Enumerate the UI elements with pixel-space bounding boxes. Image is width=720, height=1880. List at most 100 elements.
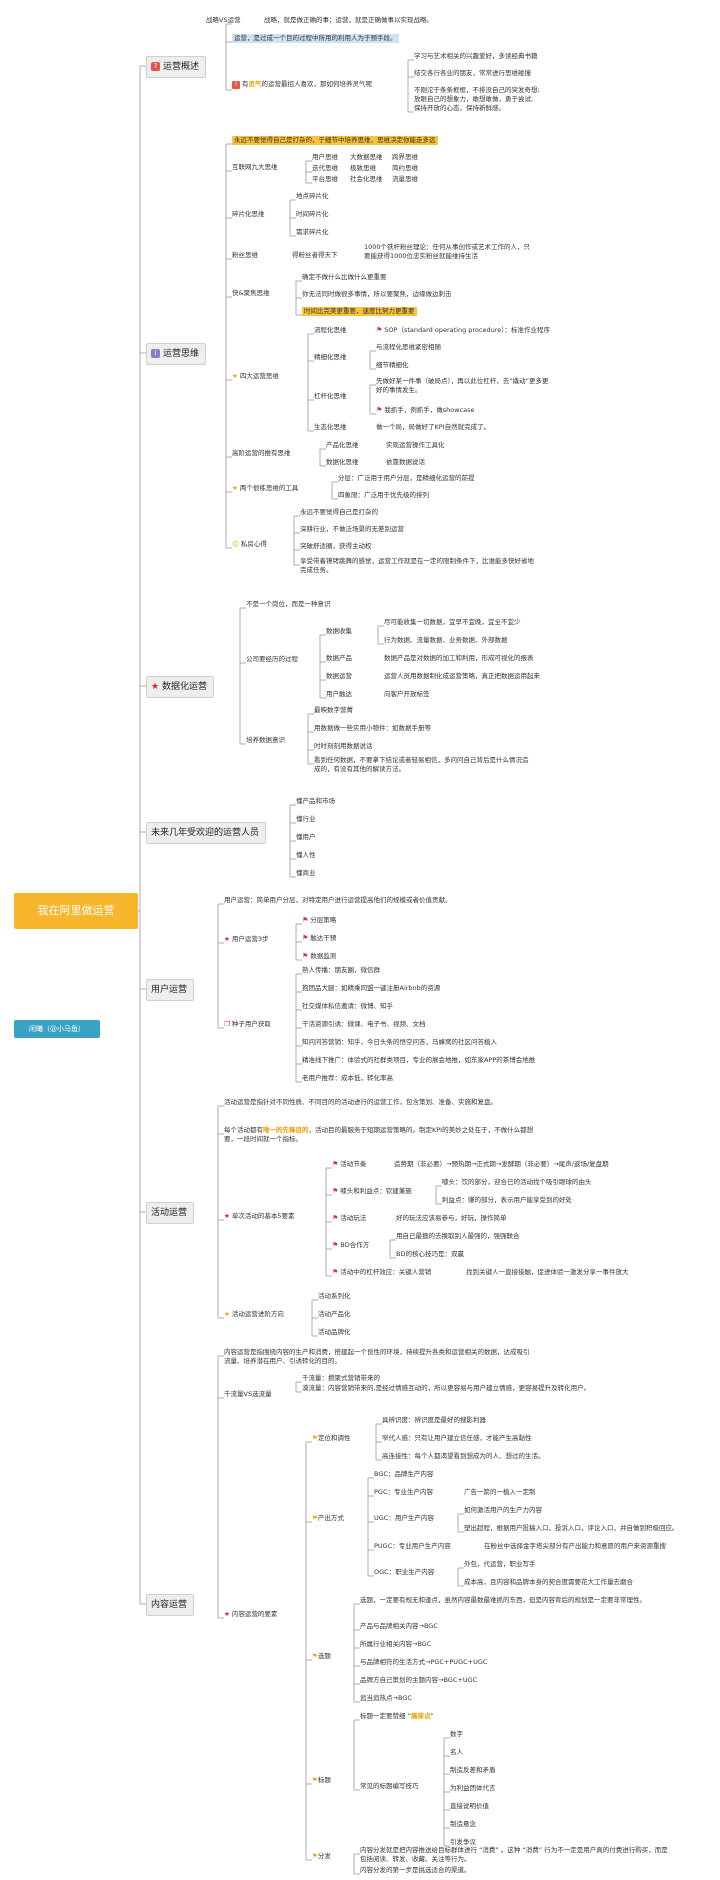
content-elements: ★ 内容运营的要素 [224,1610,278,1618]
topic-user-ops[interactable]: 用户运营 [146,979,195,1001]
four-ecology: 生态化思维 [314,423,347,431]
node-not-chores: 永远不要觉得自己是打杂的，于细节中培养思维，思维决定你能走多远 [232,136,438,145]
lingqi-tip-3: 不刚沱于条条框框，不排没自己的突发奇想; [414,86,540,94]
selection-item: 追当追热点→BGC [360,1694,412,1702]
positioning-3: 高连接性：每个人都渴望看到想成为的人、想过的生活。 [382,1452,545,1460]
tip-item: 永远不要觉得自己是打杂的 [300,508,378,516]
data-operation: 数据运营 [326,672,352,680]
node-four-thinking: ★ 四大运营思维 [232,372,279,380]
star-icon: ★ [232,484,238,492]
ugc-1: 如何激活用户的生产力内容 [464,1506,542,1514]
hook-2: 利益点：赚的部分，表示用户能享受到的好处 [442,1196,572,1204]
thinking-item: 迭代思维 [312,164,338,172]
trick-item: 为利益团体代言 [450,1784,496,1792]
thinking-item: 社会化思维 [350,175,383,183]
selection-intro: 选题，一定要有规无和逢点，虽然内容最数最难抓的东西，但是内容背后的规划是一定要非… [360,1596,646,1604]
selection-item: 所属行业相关内容→BGC [360,1640,432,1648]
activity-goal: 每个活动都有唯一的先锋目的，活动目的最服务于短期运营策略的。制定KPI的美妙之处… [224,1126,534,1143]
advanced-item: 活动系列化 [318,1292,351,1300]
flag-icon: ⚑ [332,1268,339,1276]
activity-advanced: ★ 活动运营进阶方向 [224,1310,284,1318]
seed-item: 熟人传播：朋友圈，微信群 [302,966,380,974]
trick-item: 名人 [450,1748,463,1756]
element-leverage: ⚑活动中的杠杆效应：关键人营销 [332,1268,432,1276]
topic-overview[interactable]: ?运营概述 [146,56,207,78]
flag-icon: ⚑ [376,326,383,334]
title-tricks: 常见的标题编写技巧 [360,1782,419,1790]
fragment-item: 时间碎片化 [296,210,329,218]
distribution: ⚑分发 [312,1852,331,1860]
lingqi-tip-4: 放眼自己的想象力，敢想敢做，勇于尝试; [414,95,534,103]
step-item: ⚑分层策略 [302,916,337,924]
adv-data: 数据化思维 [326,458,359,466]
smile-icon: ☺ [232,540,239,548]
element-rhythm: ⚑活动节奏 [332,1160,367,1168]
node-two-tools: ★ 两个很练思维的工具 [232,484,299,492]
flag-icon: ⚑ [332,1214,339,1222]
flag-icon: ⚑ [376,406,383,414]
fan-1000-theory: 1000个铁杆粉丝理论：任何从事创作或艺术工作的人，只要能获得1000位忠实粉丝… [364,243,531,260]
title-section: ⚑标题 [312,1776,331,1784]
element-bd: ⚑BD合作方 [332,1241,370,1249]
topic-content-ops[interactable]: 内容运营 [146,1594,195,1616]
awareness-item: 时时刻刻用数据说话 [314,742,373,750]
awareness-item: 最映数字营菁 [314,706,353,714]
focus-item: 确定不做什么比做什么更重要 [302,273,387,281]
node-focus-thinking: 快&聚焦思维 [232,289,270,297]
trick-item: 数字 [450,1730,463,1738]
adv-product: 产品化思维 [326,441,359,449]
ecology-1: 做一个局，局做好了KPI自然就完成了。 [376,423,491,431]
flag-icon: ⚑ [312,1514,318,1522]
flag-icon: ⚑ [312,1434,318,1442]
tip-item: 深耕行业，不做泛场景的无差别运营 [300,525,404,533]
seed-item: 社交媒体私信邀请：微博、知乎 [302,1002,393,1010]
data-operation-1: 运营人员用数据制化成运营策略，真正把数据运用起来 [384,672,540,680]
topic-activity-ops[interactable]: 活动运营 [146,1202,195,1224]
sop-desc: ⚑SOP（standard operating procedure）：标准作业程… [376,326,550,334]
awareness-item: 看到任何数据，不要拿下结论或者轻易相信，多问问自己背后是什么情况造成的，有没有其… [314,756,529,773]
bgc: BGC：品牌生产内容 [374,1470,434,1478]
flag-icon: ⚑ [302,934,309,942]
selection-item: 产品与品牌相关内容→BGC [360,1622,438,1630]
thinking-item: 大数据思维 [350,153,383,161]
node-strategy-vs-ops: 战略VS运营 [206,16,241,24]
topic-future-ops[interactable]: 未来几年受欢迎的运营人员 [146,822,267,844]
leverage-1: 先做好某一件事（破局点），再以此位杠杆，去“撬动”更多更好的事情发生。 [376,377,549,394]
step-item: ⚑触达干预 [302,934,337,942]
leverage-2: ⚑我抓手，例抓手，做showcase [376,406,475,414]
fan-slogan: 得粉丝者得天下 [292,251,338,259]
fragment-item: 需求碎片化 [296,228,329,236]
warning-icon: ? [151,62,160,71]
ugc: UGC：用户生产内容 [374,1514,434,1522]
seed-item: 抱团品大腿：如精乘同盟一键注册Airbnb的资源 [302,984,441,992]
node-private-tips: ☺ 私房心得 [232,540,267,548]
pgc-1: 广告一箭的一植入一定制 [464,1488,536,1496]
refine-1: 与流程化思维紧密相随 [376,343,441,351]
lightbulb-icon: i [151,349,160,358]
data-product: 数据产品 [326,654,352,662]
advanced-item: 活动品牌化 [318,1328,351,1336]
activity-five-elements: ★ 单次活动的基本5要素 [224,1212,295,1220]
node-fan-thinking: 粉丝思维 [232,251,258,259]
activity-def: 活动运营是指针对不同性质、不同目的的活动进行的运营工作，包含策划、准备、实施和复… [224,1098,497,1106]
thinking-item: 用户思维 [312,153,338,161]
flag-icon: ⚑ [332,1160,339,1168]
future-item: 懂行业 [296,815,316,823]
data-reach: 用户触达 [326,690,352,698]
content-def: 内容运营是指围绕内容的生产和消费，搭建起一个良性的环境，持续提升各类和运营相关的… [224,1348,530,1365]
root-topic[interactable]: 我在阿里做运营 [14,893,138,929]
gameplay-desc: 好的玩法应该易参与，好玩，操作简单 [396,1214,507,1222]
selection-item: 品牌方自己策划的主题内容→BGC+UGC [360,1676,478,1684]
star-icon: ★ [224,1212,230,1220]
rhythm-desc: 造势期（非必要）→预热期→正式期→发酵期（非必要）→尾声/返场/复盘期 [394,1160,609,1168]
lingqi-tip-1: 学习与艺术相关的兴趣爱好，多读经典书籍 [414,52,538,60]
ogc: OGC：职业生产内容 [374,1568,435,1576]
pugc: PUGC：专业用户生产内容 [374,1542,451,1550]
data-collect-1: 尽可能收集一切数据，宜早不宜晚，宜全不宜少 [384,618,521,626]
pgc: PGC：专业生产内容 [374,1488,433,1496]
four-refine: 精细化思维 [314,353,347,361]
topic-data-ops[interactable]: ★ 数据化运营 [146,676,214,698]
pugc-1: 在粉丝中选择金字塔尖部分有产出能力和意愿的用户来资源重搜 [484,1542,666,1550]
lingqi-tip-2: 结交各行各业的朋友，常常进行思维碰撞 [414,69,531,77]
